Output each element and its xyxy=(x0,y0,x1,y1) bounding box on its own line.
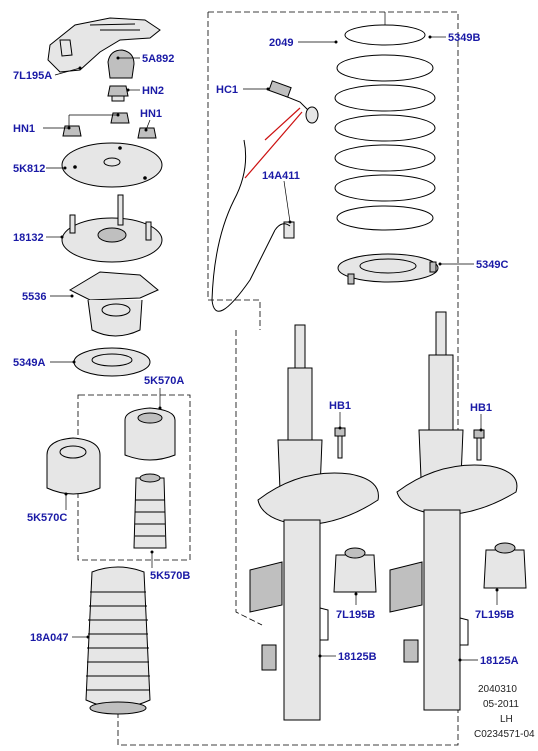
callout-5a892: 5A892 xyxy=(142,53,174,65)
nut-hn2-part xyxy=(107,85,129,102)
callout-5349a: 5349A xyxy=(13,357,45,369)
callout-18a047: 18A047 xyxy=(30,632,69,644)
callout-hn1-left: HN1 xyxy=(13,123,35,135)
callout-5k570a: 5K570A xyxy=(144,375,184,387)
drawing-ref: C0234571-04 xyxy=(474,729,535,740)
callout-5k570b: 5K570B xyxy=(150,570,190,582)
drawing-date: 05-2011 xyxy=(483,699,519,710)
nuts-hn1-part xyxy=(62,112,157,139)
rubber-cap-part xyxy=(107,49,135,79)
drawing-side: LH xyxy=(500,714,513,725)
callout-hc1: HC1 xyxy=(216,84,238,96)
gaiter-boot-part xyxy=(85,566,151,715)
callout-5536: 5536 xyxy=(22,291,46,303)
callout-2049: 2049 xyxy=(269,37,293,49)
drawing-code: 2040310 xyxy=(478,684,517,695)
isolator-5349a-part xyxy=(73,347,151,377)
callout-labels: 7L195A 5A892 HN2 HN1 HN1 5K812 18132 553… xyxy=(13,32,519,667)
callout-hb1-right: HB1 xyxy=(470,402,492,414)
callout-5k812: 5K812 xyxy=(13,163,45,175)
bolts-hb1-part xyxy=(334,427,485,461)
mounts-7l195b-part xyxy=(333,542,527,593)
spring-seat-part xyxy=(68,271,159,337)
spring-seat-5349c-part xyxy=(337,253,439,285)
strut-18125a-part xyxy=(389,311,518,711)
callout-7l195b-right: 7L195B xyxy=(475,609,514,621)
bump-stop-5k570c-part xyxy=(46,437,101,495)
callout-18125a: 18125A xyxy=(480,655,519,667)
dust-cover-5k570b-part xyxy=(133,473,167,549)
callout-7l195a: 7L195A xyxy=(13,70,52,82)
callout-18125b: 18125B xyxy=(338,651,377,663)
coil-spring-part xyxy=(334,12,436,231)
mount-plate-part xyxy=(61,142,163,188)
bump-stop-5k570a-part xyxy=(124,407,176,461)
callout-14a411: 14A411 xyxy=(262,170,300,182)
callout-hn2: HN2 xyxy=(142,85,164,97)
callout-hb1-left: HB1 xyxy=(329,400,351,412)
height-sensor-part xyxy=(211,80,319,312)
callout-7l195b-left: 7L195B xyxy=(336,609,375,621)
callout-hn1-right: HN1 xyxy=(140,108,162,120)
callout-5349b: 5349B xyxy=(448,32,480,44)
top-mount-part xyxy=(61,194,163,263)
top-mount-bracket-part xyxy=(47,17,161,73)
strut-18125b-part xyxy=(249,324,379,721)
drawing-reference-block: 2040310 05-2011 LH C0234571-04 xyxy=(474,684,535,740)
callout-5k570c: 5K570C xyxy=(27,512,67,524)
callout-5349c: 5349C xyxy=(476,259,508,271)
callout-18132: 18132 xyxy=(13,232,44,244)
leader-lines xyxy=(43,35,499,662)
